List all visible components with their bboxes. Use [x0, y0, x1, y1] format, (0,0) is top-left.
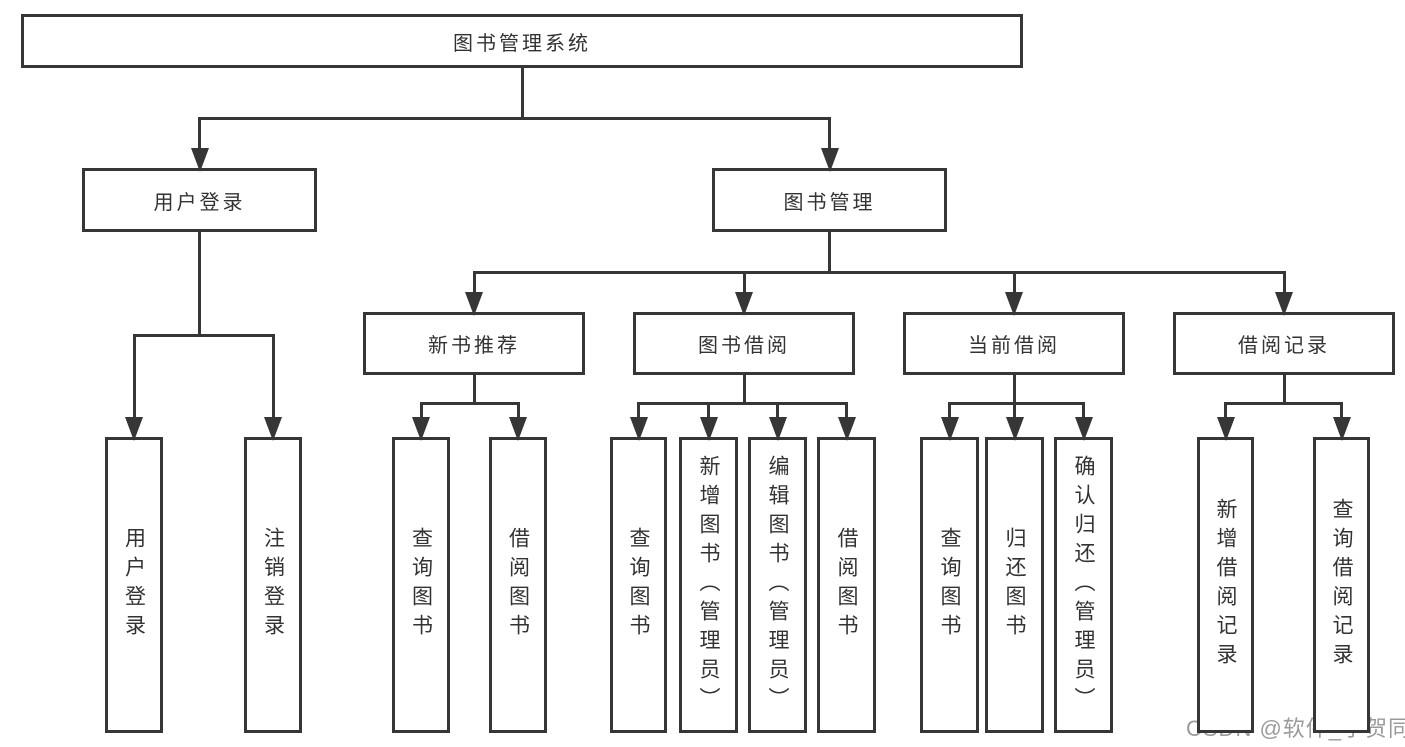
node-root: 图书管理系统: [21, 14, 1023, 68]
node-label: 图书管理: [783, 191, 876, 214]
arrow-down-icon: [629, 417, 648, 441]
node-leaf-query-book-3: 查询图书: [920, 437, 979, 733]
node-leaf-logout: 注销登录: [244, 437, 302, 733]
node-label: 新增借阅记录: [1214, 498, 1237, 672]
node-label: 查询图书: [409, 527, 433, 643]
connector-line: [132, 333, 275, 337]
connector-line: [742, 272, 746, 306]
connector-line: [271, 335, 275, 431]
connector-line: [132, 335, 136, 431]
node-new-book-rec: 新书推荐: [363, 312, 585, 375]
node-borrow-records: 借阅记录: [1173, 312, 1395, 375]
node-book-mgmt: 图书管理: [712, 168, 947, 232]
arrow-down-icon: [1216, 417, 1235, 441]
arrow-down-icon: [820, 148, 839, 172]
node-label: 借阅图书: [506, 527, 530, 643]
arrow-down-icon: [837, 417, 856, 441]
node-label: 查询借阅记录: [1330, 498, 1353, 672]
node-label: 查询图书: [938, 527, 961, 643]
arrow-down-icon: [1005, 417, 1024, 441]
node-label: 用户登录: [153, 191, 246, 214]
node-label: 图书管理系统: [453, 32, 591, 55]
connector-line: [1012, 375, 1016, 403]
connector-line: [742, 375, 746, 403]
arrow-down-icon: [940, 417, 959, 441]
connector-line: [828, 118, 831, 162]
arrow-down-icon: [699, 417, 718, 441]
arrow-down-icon: [465, 292, 483, 316]
node-leaf-user-login: 用户登录: [105, 437, 163, 733]
connector-line: [520, 68, 524, 118]
node-leaf-borrow-book-1: 借阅图书: [489, 437, 547, 733]
node-leaf-borrow-book-2: 借阅图书: [817, 437, 876, 733]
connector-line: [419, 401, 520, 405]
arrow-down-icon: [1074, 417, 1093, 441]
node-leaf-edit-book: 编辑图书（管理员）: [748, 437, 807, 733]
node-label: 确认归还（管理员）: [1072, 454, 1095, 716]
connector-line: [198, 118, 201, 162]
node-label: 编辑图书（管理员）: [766, 454, 789, 716]
node-leaf-add-borrow-record: 新增借阅记录: [1197, 437, 1254, 733]
connector-line: [1224, 401, 1343, 405]
arrow-down-icon: [264, 417, 282, 441]
node-label: 用户登录: [122, 527, 146, 643]
arrow-down-icon: [190, 148, 209, 172]
node-label: 注销登录: [261, 527, 285, 643]
arrow-down-icon: [1005, 292, 1023, 316]
connector-line: [1012, 272, 1016, 306]
node-label: 借阅记录: [1238, 335, 1330, 357]
arrow-down-icon: [509, 417, 527, 441]
node-leaf-return-book: 归还图书: [985, 437, 1044, 733]
connector-line: [948, 401, 1085, 405]
arrow-down-icon: [1332, 417, 1351, 441]
connector-line: [828, 232, 831, 272]
node-current-borrow: 当前借阅: [903, 312, 1125, 375]
node-leaf-query-borrow-record: 查询借阅记录: [1313, 437, 1370, 733]
connector-line: [637, 401, 848, 405]
node-book-borrow: 图书借阅: [633, 312, 855, 375]
node-label: 新书推荐: [428, 335, 520, 357]
connector-line: [198, 232, 201, 335]
arrow-down-icon: [768, 417, 787, 441]
arrow-down-icon: [1275, 292, 1293, 316]
arrow-down-icon: [125, 417, 143, 441]
node-leaf-add-book: 新增图书（管理员）: [679, 437, 738, 733]
node-label: 查询图书: [627, 527, 650, 643]
arrow-down-icon: [412, 417, 430, 441]
connector-line: [472, 270, 1286, 274]
connector-line: [1282, 375, 1286, 403]
node-user-login: 用户登录: [82, 168, 317, 232]
connector-line: [472, 375, 476, 403]
node-label: 借阅图书: [835, 527, 858, 643]
node-leaf-query-book-2: 查询图书: [610, 437, 667, 733]
node-label: 当前借阅: [968, 335, 1060, 357]
connector-line: [472, 272, 476, 306]
node-label: 归还图书: [1003, 527, 1026, 643]
node-leaf-query-book-1: 查询图书: [392, 437, 450, 733]
node-label: 新增图书（管理员）: [697, 454, 720, 716]
connector-line: [1282, 272, 1286, 306]
connector-line: [198, 116, 831, 120]
node-leaf-confirm-return: 确认归还（管理员）: [1054, 437, 1113, 733]
arrow-down-icon: [735, 292, 753, 316]
node-label: 图书借阅: [698, 335, 790, 357]
